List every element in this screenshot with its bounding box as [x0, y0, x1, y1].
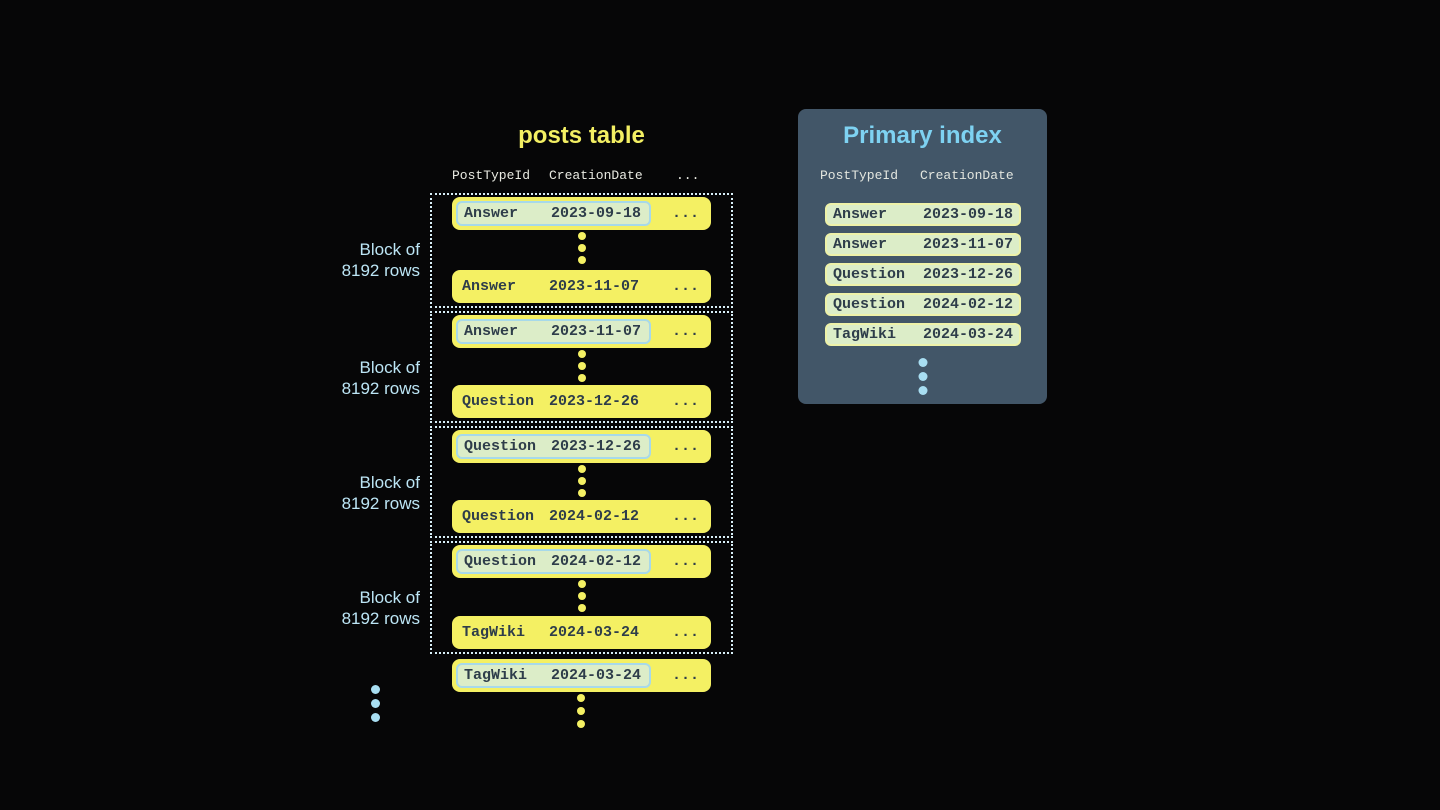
- ellipsis-dots: [577, 465, 586, 497]
- row-ellipsis: ...: [671, 667, 699, 684]
- column-header-more: ...: [676, 168, 700, 183]
- table-block-2: Answer 2023-11-07 ... Question 2023-12-2…: [430, 311, 733, 423]
- index-row: Question 2023-12-26: [825, 263, 1021, 286]
- table-row: Question 2024-02-12 ...: [452, 545, 711, 578]
- table-row: Answer 2023-09-18 ...: [452, 197, 711, 230]
- table-block-4: Question 2024-02-12 ... TagWiki 2024-03-…: [430, 541, 733, 654]
- column-header-posttypeid: PostTypeId: [820, 168, 899, 183]
- posts-table-column-headers: PostTypeId CreationDate ...: [452, 168, 699, 183]
- block-label-1: Block of 8192 rows: [341, 240, 420, 280]
- table-block-1: Answer 2023-09-18 ... Answer 2023-11-07 …: [430, 193, 733, 308]
- ellipsis-dots: [577, 694, 585, 728]
- indexed-row-highlight: Question 2023-12-26: [456, 434, 651, 459]
- table-row: TagWiki 2024-03-24 ...: [452, 616, 711, 649]
- table-row: Question 2023-12-26 ...: [452, 385, 711, 418]
- table-row: Answer 2023-11-07 ...: [452, 270, 711, 303]
- index-row: Question 2024-02-12: [825, 293, 1021, 316]
- index-row: Answer 2023-09-18: [825, 203, 1021, 226]
- ellipsis-dots: [918, 358, 927, 395]
- column-header-creationdate: CreationDate: [920, 168, 1014, 183]
- row-ellipsis: ...: [671, 393, 699, 410]
- table-row: Answer 2023-11-07 ...: [452, 315, 711, 348]
- column-header-posttypeid: PostTypeId: [452, 168, 531, 183]
- row-ellipsis: ...: [671, 553, 699, 570]
- row-ellipsis: ...: [671, 323, 699, 340]
- indexed-row-highlight: Answer 2023-09-18: [456, 201, 651, 226]
- row-ellipsis: ...: [671, 438, 699, 455]
- column-header-creationdate: CreationDate: [549, 168, 643, 183]
- block-label-2: Block of 8192 rows: [341, 358, 420, 398]
- index-row: TagWiki 2024-03-24: [825, 323, 1021, 346]
- indexed-row-highlight: Answer 2023-11-07: [456, 319, 651, 344]
- table-block-3: Question 2023-12-26 ... Question 2024-02…: [430, 426, 733, 538]
- primary-index-column-headers: PostTypeId CreationDate: [820, 168, 1014, 183]
- primary-index-title: Primary index: [843, 122, 1002, 149]
- block-label-4: Block of 8192 rows: [341, 588, 420, 628]
- row-ellipsis: ...: [671, 624, 699, 641]
- primary-index-panel: Primary index PostTypeId CreationDate An…: [798, 109, 1047, 404]
- indexed-row-highlight: TagWiki 2024-03-24: [456, 663, 651, 688]
- table-row: Question 2023-12-26 ...: [452, 430, 711, 463]
- ellipsis-dots: [577, 232, 586, 264]
- block-label-3: Block of 8192 rows: [341, 473, 420, 513]
- table-row: Question 2024-02-12 ...: [452, 500, 711, 533]
- row-ellipsis: ...: [671, 278, 699, 295]
- ellipsis-dots: [371, 685, 380, 722]
- row-ellipsis: ...: [671, 205, 699, 222]
- table-row: TagWiki 2024-03-24 ...: [452, 659, 711, 692]
- ellipsis-dots: [577, 580, 586, 612]
- ellipsis-dots: [577, 350, 586, 382]
- index-row: Answer 2023-11-07: [825, 233, 1021, 256]
- row-ellipsis: ...: [671, 508, 699, 525]
- indexed-row-highlight: Question 2024-02-12: [456, 549, 651, 574]
- posts-table-title: posts table: [518, 122, 645, 149]
